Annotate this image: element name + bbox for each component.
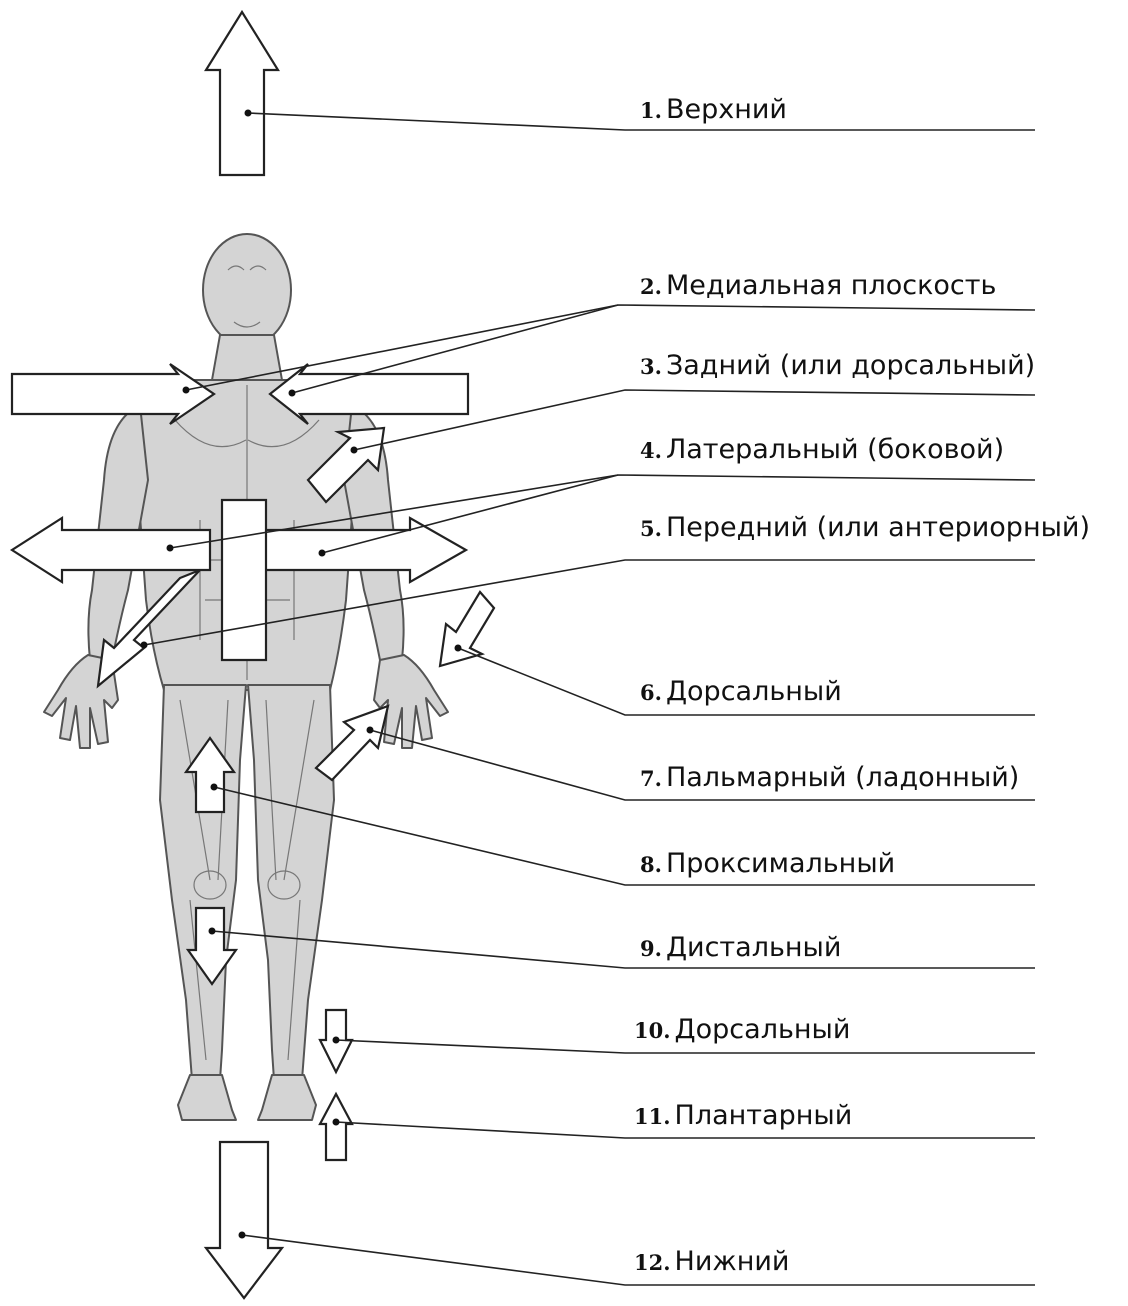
label-8-number: 8.	[640, 852, 662, 877]
label-4: 4. Латеральный (боковой)	[640, 434, 1004, 465]
label-10: 10. Дорсальный	[634, 1014, 850, 1045]
arrow-inferior	[206, 1142, 282, 1298]
label-5: 5. Передний (или антериорный)	[640, 512, 1090, 543]
right-foot	[258, 1075, 316, 1120]
label-9-text: Дистальный	[666, 932, 841, 963]
midline-strip	[222, 500, 266, 660]
label-7-number: 7.	[640, 766, 662, 791]
arrow-medial-plane	[12, 364, 214, 424]
label-2-number: 2.	[640, 274, 662, 299]
label-3-number: 3.	[640, 354, 662, 379]
label-6-number: 6.	[640, 680, 662, 705]
left-foot	[178, 1075, 236, 1120]
label-7-text: Пальмарный (ладонный)	[666, 762, 1019, 793]
arrow-dorsal-hand	[440, 592, 494, 666]
direction-arrows	[12, 12, 494, 1298]
label-2: 2. Медиальная плоскость	[640, 270, 996, 301]
label-1-text: Верхний	[666, 94, 787, 125]
label-11-number: 11.	[634, 1104, 671, 1129]
label-1: 1. Верхний	[640, 94, 787, 125]
label-12: 12. Нижний	[634, 1246, 789, 1277]
label-6: 6. Дорсальный	[640, 676, 842, 707]
left-leg	[160, 685, 246, 1080]
label-1-number: 1.	[640, 98, 662, 123]
label-4-text: Латеральный (боковой)	[666, 434, 1004, 465]
label-2-text: Медиальная плоскость	[666, 270, 996, 301]
label-7: 7. Пальмарный (ладонный)	[640, 762, 1019, 793]
label-5-text: Передний (или антериорный)	[666, 512, 1090, 543]
label-11-text: Плантарный	[675, 1100, 853, 1131]
label-9: 9. Дистальный	[640, 932, 841, 963]
arrow-superior	[206, 12, 278, 175]
label-9-number: 9.	[640, 936, 662, 961]
label-3-text: Задний (или дорсальный)	[666, 350, 1035, 381]
label-12-text: Нижний	[675, 1246, 790, 1277]
label-5-number: 5.	[640, 516, 662, 541]
head	[203, 234, 291, 346]
label-10-number: 10.	[634, 1018, 671, 1043]
label-6-text: Дорсальный	[666, 676, 842, 707]
label-11: 11. Плантарный	[634, 1100, 852, 1131]
label-12-number: 12.	[634, 1250, 671, 1275]
label-10-text: Дорсальный	[675, 1014, 851, 1045]
label-8-text: Проксимальный	[666, 848, 895, 879]
label-3: 3. Задний (или дорсальный)	[640, 350, 1035, 381]
arrow-plantar	[320, 1094, 352, 1160]
label-4-number: 4.	[640, 438, 662, 463]
label-8: 8. Проксимальный	[640, 848, 895, 879]
